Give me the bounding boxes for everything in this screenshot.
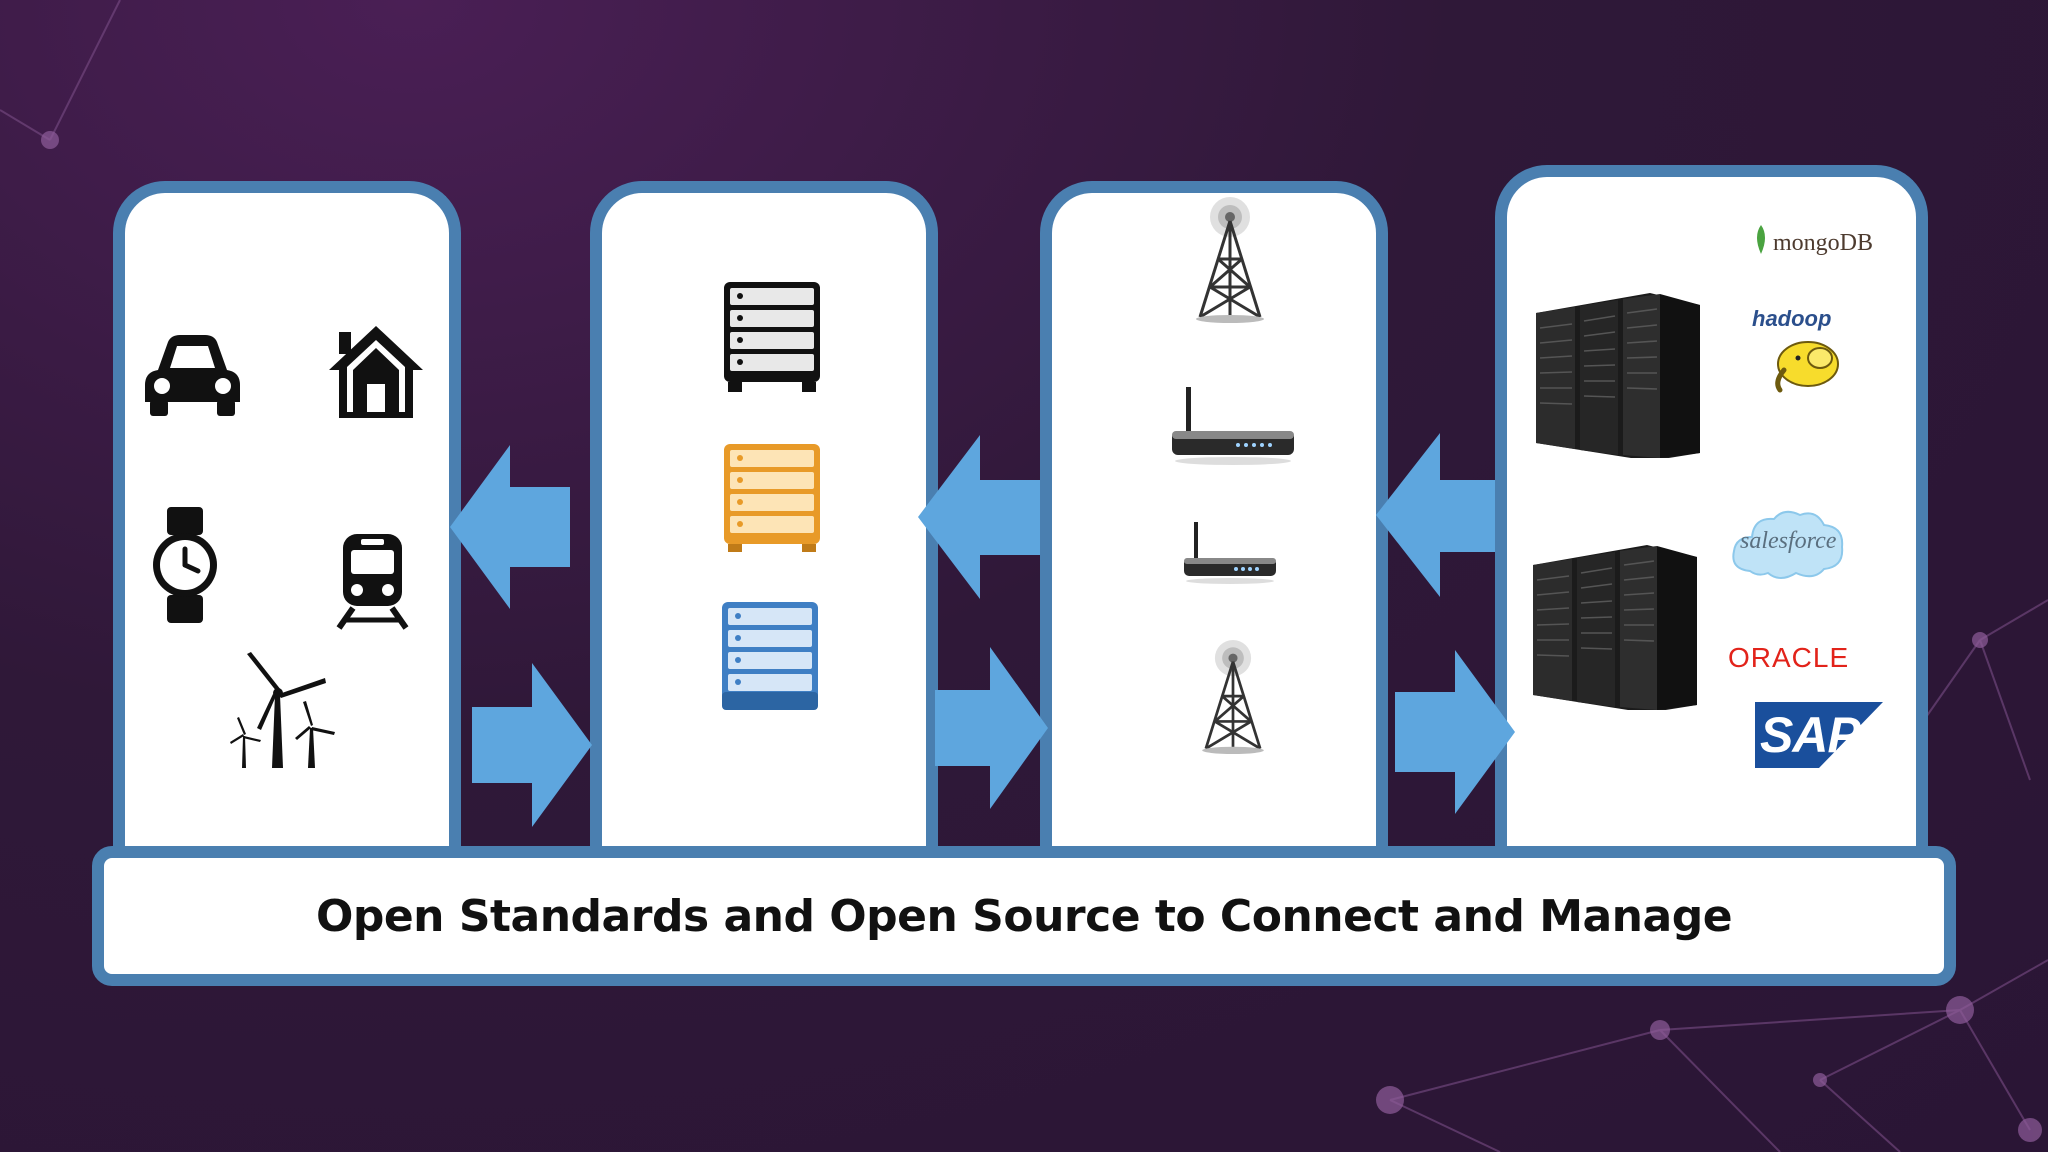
- cell-tower-icon: [1196, 197, 1264, 323]
- hadoop-elephant-icon: [1775, 341, 1839, 393]
- server-black-icon: [724, 282, 820, 392]
- router-icon: [1184, 522, 1276, 584]
- oracle-logo: ORACLE: [1728, 642, 1850, 673]
- arrow-left-2: [918, 435, 1040, 599]
- arrow-left-1: [450, 445, 570, 609]
- cell-tower-icon-2: [1202, 640, 1264, 754]
- hadoop-logo: hadoop: [1752, 306, 1832, 331]
- footer-banner: Open Standards and Open Source to Connec…: [92, 846, 1956, 986]
- mongodb-leaf-icon: [1757, 225, 1765, 254]
- salesforce-logo: salesforce: [1740, 528, 1837, 554]
- server-orange-icon: [724, 444, 820, 552]
- train-icon: [336, 534, 409, 630]
- server-rack-icon-2: [1533, 545, 1697, 710]
- house-icon: [329, 326, 423, 418]
- sap-logo: SAP: [1760, 707, 1861, 763]
- wireless-router-icon: [1172, 387, 1294, 465]
- footer-caption: Open Standards and Open Source to Connec…: [315, 890, 1733, 942]
- watch-icon: [153, 507, 217, 623]
- arrow-left-3: [1376, 433, 1495, 597]
- server-rack-icon: [1536, 293, 1700, 458]
- salesforce-cloud-icon: [1732, 510, 1844, 579]
- sap-logo-background: [1755, 702, 1883, 768]
- mongodb-logo: mongoDB: [1773, 230, 1874, 256]
- car-icon: [145, 335, 240, 416]
- arrow-right-2: [935, 647, 1048, 809]
- network-panel: [1040, 181, 1388, 859]
- arrow-right-3: [1395, 650, 1515, 814]
- wind-turbines-icon: [230, 652, 335, 768]
- enterprise-cloud-panel: [1495, 165, 1928, 859]
- server-blue-icon: [722, 602, 818, 710]
- arrow-right-1: [472, 663, 592, 827]
